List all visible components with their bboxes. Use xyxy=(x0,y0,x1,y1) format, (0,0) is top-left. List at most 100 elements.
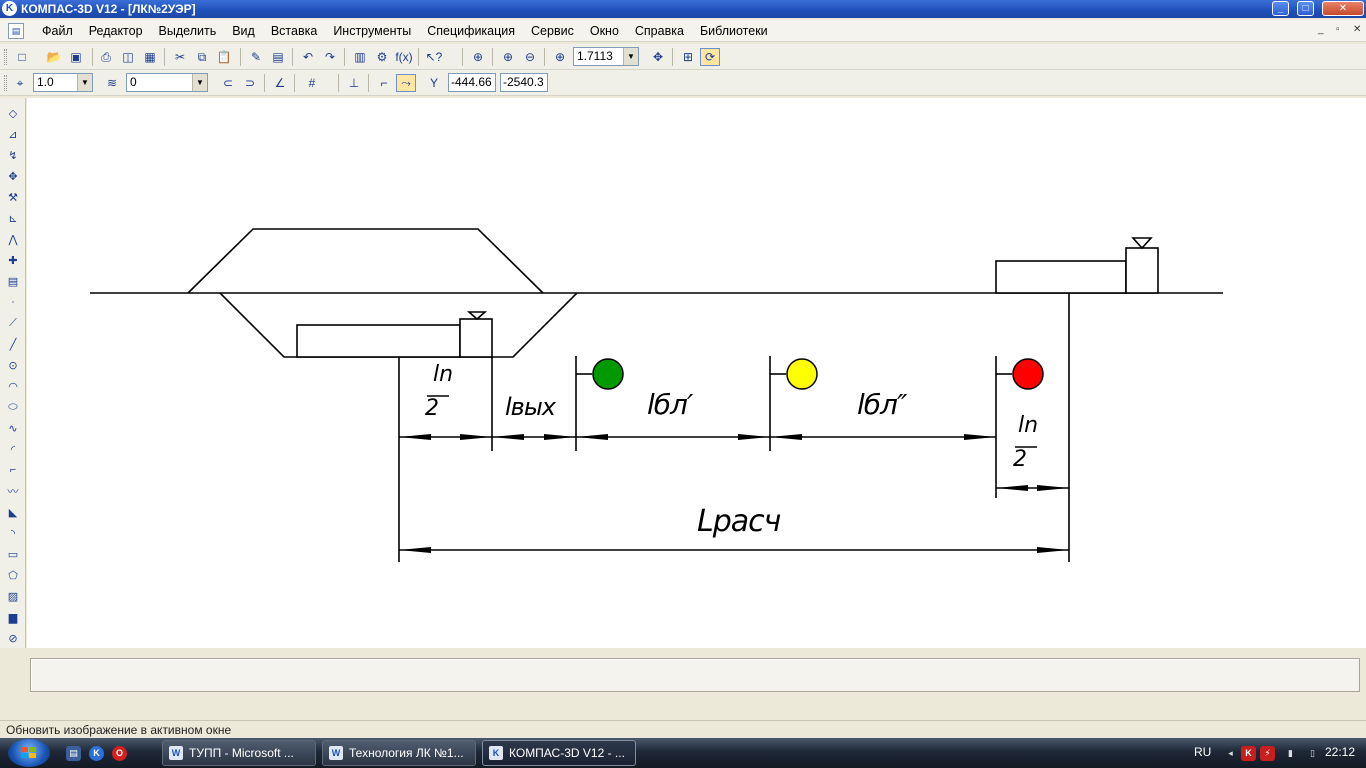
quicklaunch-opera-icon[interactable]: O xyxy=(112,746,127,761)
fillet-icon[interactable]: ◜ xyxy=(10,443,16,456)
mdi-minimize-button[interactable]: _ xyxy=(1318,24,1324,35)
variables-icon[interactable]: ⚙ xyxy=(376,50,388,64)
menu-item[interactable]: Инструменты xyxy=(333,24,412,38)
local-cs-icon[interactable]: ⊥ xyxy=(348,76,360,90)
kompas-app-icon[interactable]: K xyxy=(2,1,17,16)
quicklaunch-kompas-icon[interactable]: K xyxy=(89,746,104,761)
layer-select[interactable]: 0 ▼ xyxy=(126,73,208,92)
menu-item[interactable]: Вставка xyxy=(270,24,318,38)
close-button[interactable]: ✕ xyxy=(1322,1,1364,16)
pan-icon[interactable]: ✥ xyxy=(652,50,664,64)
toolbar-grip[interactable] xyxy=(4,75,7,91)
selection-icon[interactable]: ⋀ xyxy=(8,233,18,246)
mdi-restore-button[interactable]: ▫ xyxy=(1336,24,1340,35)
chevron-down-icon[interactable]: ▼ xyxy=(623,48,638,65)
format-brush-icon[interactable]: ✎ xyxy=(250,50,262,64)
fill-icon[interactable]: ▆ xyxy=(8,611,18,624)
spline-icon[interactable]: ∿ xyxy=(8,422,18,435)
curve-icon[interactable]: 〰 xyxy=(7,486,19,498)
reports-icon[interactable]: ▤ xyxy=(7,275,19,288)
designations-icon[interactable]: ↯ xyxy=(8,149,18,162)
stop-icon[interactable]: ⊘ xyxy=(8,632,18,645)
new-document-icon[interactable]: □ xyxy=(18,50,26,64)
angle-snap-icon[interactable]: ∠ xyxy=(274,76,286,90)
coord-x-field[interactable]: -444.66 xyxy=(448,73,496,92)
paste-icon[interactable]: 📋 xyxy=(216,50,232,64)
zoom-scale-icon[interactable]: ⊕ xyxy=(554,50,566,64)
properties-icon[interactable]: ▤ xyxy=(272,50,284,64)
maximize-button[interactable]: □ xyxy=(1297,1,1314,16)
undo-icon[interactable]: ↶ xyxy=(302,50,314,64)
quicklaunch-desktop-icon[interactable]: ▤ xyxy=(66,746,81,761)
circle-icon[interactable]: ⊙ xyxy=(8,359,18,372)
print-preview-icon[interactable]: ◫ xyxy=(122,50,134,64)
menu-item[interactable]: Файл xyxy=(42,24,73,38)
polyline-icon[interactable]: ⌐ xyxy=(9,464,17,476)
language-indicator[interactable]: RU xyxy=(1194,745,1212,759)
parametrization-icon[interactable]: ⚒ xyxy=(8,191,18,204)
menu-item[interactable]: Библиотеки xyxy=(699,24,768,38)
menu-item[interactable]: Сервис xyxy=(531,24,574,38)
clock[interactable]: 22:12 xyxy=(1325,745,1356,759)
cut-icon[interactable]: ✂ xyxy=(174,50,186,64)
mdi-close-button[interactable]: ✕ xyxy=(1353,24,1362,35)
dimensions-icon[interactable]: ⊿ xyxy=(8,128,18,141)
segment-icon[interactable]: ╱ xyxy=(9,338,17,351)
minimize-button[interactable]: _ xyxy=(1272,1,1289,16)
measure-icon[interactable]: ⊾ xyxy=(8,212,18,225)
zoom-in-icon[interactable]: ⊕ xyxy=(502,50,514,64)
menu-item[interactable]: Окно xyxy=(589,24,619,38)
hatch-icon[interactable]: ▨ xyxy=(7,590,19,603)
tray-network-icon[interactable]: ◂ xyxy=(1228,748,1233,758)
step-select[interactable]: 1.0 ▼ xyxy=(33,73,93,92)
document-icon[interactable]: ▤ xyxy=(8,23,24,39)
open-icon[interactable]: 📂 xyxy=(46,50,62,64)
ortho-icon[interactable]: ⌐ xyxy=(380,76,388,90)
save-icon[interactable]: ▣ xyxy=(70,50,82,64)
round-icon[interactable]: ⤳ xyxy=(396,74,416,92)
ellipse-icon[interactable]: ⬭ xyxy=(8,400,18,413)
editing-icon[interactable]: ✥ xyxy=(8,170,18,183)
manager-icon[interactable]: ▥ xyxy=(354,50,366,64)
menu-item[interactable]: Справка xyxy=(634,24,684,38)
local-snap-icon[interactable]: ⊃ xyxy=(244,76,256,90)
print-setup-icon[interactable]: ▦ xyxy=(144,50,156,64)
auxiliary-line-icon[interactable]: ⟋ xyxy=(9,316,17,329)
chevron-down-icon[interactable]: ▼ xyxy=(77,74,92,91)
grid-icon[interactable]: # xyxy=(308,76,316,90)
menu-item[interactable]: Спецификация xyxy=(427,24,516,38)
copy-icon[interactable]: ⧉ xyxy=(197,49,207,64)
menu-item[interactable]: Редактор xyxy=(88,24,143,38)
start-button[interactable] xyxy=(8,739,50,767)
step-cursor-icon[interactable]: ⌖ xyxy=(16,75,24,90)
polygon-icon[interactable]: ⬠ xyxy=(8,569,18,582)
function-icon[interactable]: f(x) xyxy=(395,50,413,64)
show-all-icon[interactable]: ⊞ xyxy=(682,50,694,64)
zoom-window-icon[interactable]: ⊕ xyxy=(472,50,484,64)
rounding-icon[interactable]: ◝ xyxy=(10,527,16,540)
layers-icon[interactable]: ≋ xyxy=(106,76,118,90)
snap-magnet-icon[interactable]: ⊂ xyxy=(222,76,234,90)
arc-icon[interactable]: ◠ xyxy=(8,380,18,393)
tray-signal-icon[interactable]: ▮ xyxy=(1288,748,1293,758)
tray-battery-icon[interactable]: ▯ xyxy=(1310,748,1315,758)
menu-item[interactable]: Выделить xyxy=(158,24,217,38)
chamfer-icon[interactable]: ◣ xyxy=(8,506,18,519)
toolbar-grip[interactable] xyxy=(4,49,7,65)
rectangle-icon[interactable]: ▭ xyxy=(7,548,19,561)
print-icon[interactable]: ⎙ xyxy=(101,49,111,64)
geometry-icon[interactable]: ◇ xyxy=(8,107,18,120)
point-icon[interactable]: · xyxy=(11,296,15,308)
tray-antivirus-icon[interactable]: K xyxy=(1241,746,1256,761)
chevron-down-icon[interactable]: ▼ xyxy=(192,74,207,91)
help-pointer-icon[interactable]: ↖? xyxy=(425,50,443,64)
spec-icon[interactable]: ✚ xyxy=(8,254,18,267)
menu-item[interactable]: Вид xyxy=(232,24,255,38)
redo-icon[interactable]: ↷ xyxy=(324,50,336,64)
tray-flash-icon[interactable]: ⚡ xyxy=(1260,746,1275,761)
zoom-select[interactable]: 1.7113 ▼ xyxy=(573,47,639,66)
zoom-out-icon[interactable]: ⊖ xyxy=(524,50,536,64)
